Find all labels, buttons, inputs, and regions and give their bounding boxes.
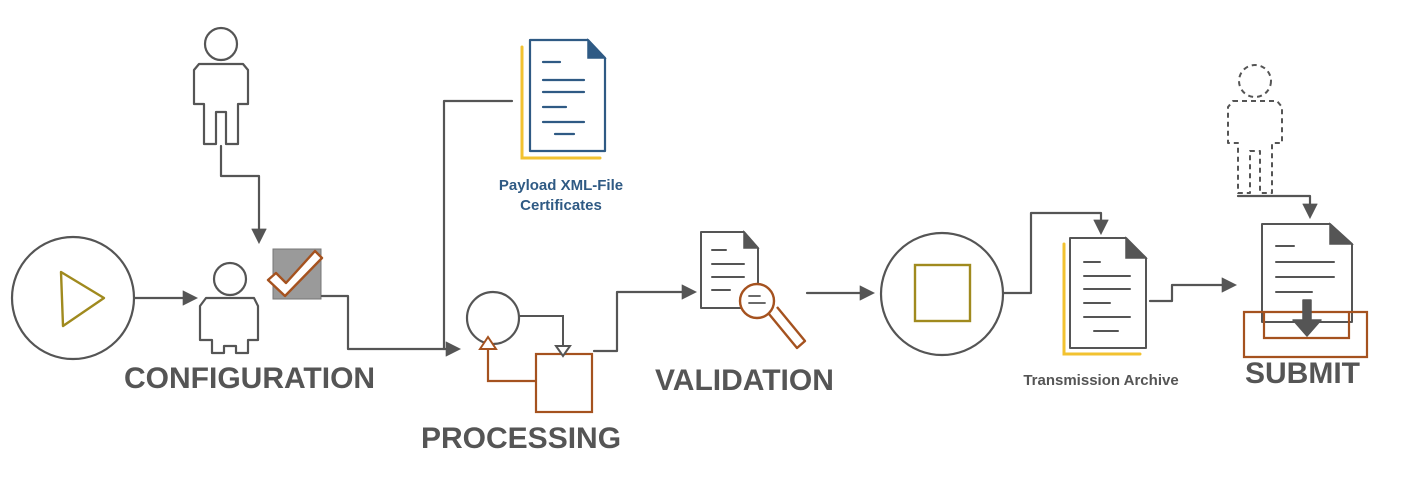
connector-archive-to-submit (1148, 277, 1238, 303)
payload-label-line1: Payload XML-File (499, 177, 623, 194)
payload-label-line2: Certificates (520, 197, 602, 214)
processing-cycle-icon (465, 290, 594, 414)
stage-label-processing: PROCESSING (421, 422, 621, 455)
stop-event-circle-icon (879, 231, 1005, 357)
connector-configuration-to-processing (320, 294, 462, 357)
connectors (133, 99, 1318, 357)
stage-label-configuration: CONFIGURATION (124, 362, 375, 395)
configuration-person-icon (198, 261, 260, 355)
archive-document-icon (1062, 236, 1148, 356)
checkbox-checked-icon (266, 248, 324, 300)
stage-label-validation: VALIDATION (655, 364, 834, 397)
connector-processing-to-validation (592, 284, 698, 353)
validation-document-magnifier-icon (700, 230, 807, 350)
start-event-play-circle-icon (10, 235, 136, 361)
stage-label-submit: SUBMIT (1245, 357, 1360, 390)
operator-person-icon (192, 26, 250, 146)
recipient-person-dashed-icon (1227, 64, 1283, 194)
submit-inbox-tray-icon (1242, 222, 1369, 359)
connector-payload-to-processing (442, 99, 514, 351)
connector-operator-to-configuration (219, 144, 267, 245)
archive-label: Transmission Archive (1023, 372, 1178, 389)
connector-stop-to-archive (1002, 211, 1109, 295)
connector-recipient-to-submit (1236, 194, 1318, 220)
payload-document-icon (520, 38, 607, 160)
